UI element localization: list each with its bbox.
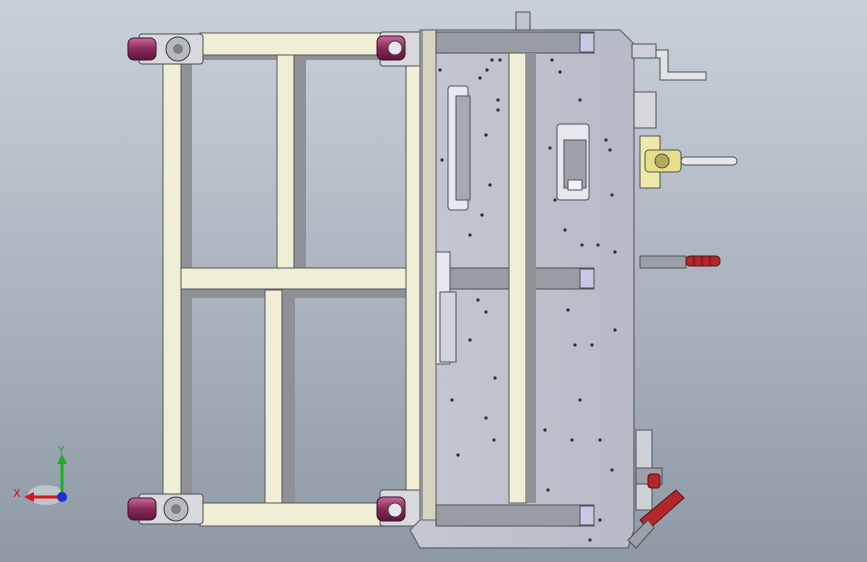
toggle-clamp-top bbox=[515, 11, 707, 81]
mounting-holes bbox=[438, 58, 617, 542]
toggle-clamp-mid bbox=[644, 149, 738, 173]
x-axis-label: X bbox=[13, 487, 21, 500]
caster-bottom-left bbox=[127, 493, 204, 525]
toggle-clamp-red-2 bbox=[627, 467, 685, 549]
caster-top-right bbox=[376, 31, 423, 67]
toggle-clamp-red-1 bbox=[639, 255, 721, 269]
y-axis-label: Y bbox=[57, 444, 65, 457]
fixture-plate bbox=[409, 29, 661, 549]
caster-top-left bbox=[127, 33, 204, 65]
tube-frame bbox=[162, 32, 423, 527]
coordinate-triad bbox=[24, 454, 67, 505]
